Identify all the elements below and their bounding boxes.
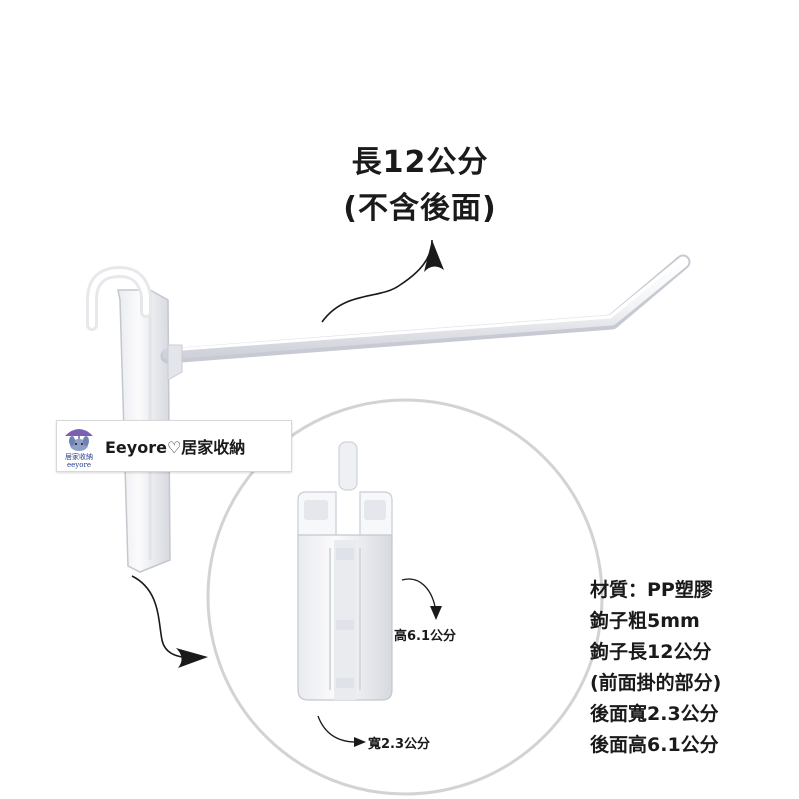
brand-name: Eeyore♡居家收納 — [105, 438, 246, 457]
hook-rod — [160, 254, 691, 381]
spec-item: 鉤子粗5mm — [590, 610, 700, 632]
arrow-curved-icon — [317, 715, 366, 747]
hook-top-curl — [86, 265, 152, 331]
length-title-line1: 長12公分 — [351, 145, 489, 180]
spec-list: 材質：PP塑膠 鉤子粗5mm 鉤子長12公分 (前面掛的部分) 後面寬2.3公分… — [590, 575, 795, 761]
spec-item: 材質：PP塑膠 — [590, 579, 713, 601]
spec-item: 後面寬2.3公分 — [590, 703, 719, 725]
arrow-curved-icon — [131, 575, 208, 668]
length-title: 長12公分 (不含後面) — [300, 140, 540, 232]
arrow-curved-icon — [401, 578, 442, 620]
height-label: 高6.1公分 — [394, 629, 457, 644]
detail-back-plate — [297, 441, 393, 701]
logo-text: 居家收納 — [65, 453, 93, 461]
length-title-line2: (不含後面) — [343, 191, 497, 226]
spec-item: 鉤子長12公分 — [590, 641, 712, 663]
eeyore-logo-icon: 居家收納 eeyore — [57, 422, 101, 470]
arrow-curved-icon — [321, 239, 444, 323]
spec-item: 後面高6.1公分 — [590, 734, 719, 756]
brand-badge: 居家收納 eeyore Eeyore♡居家收納 — [56, 420, 292, 472]
spec-item: (前面掛的部分) — [590, 672, 722, 694]
logo-subtext: eeyore — [67, 461, 91, 469]
width-label: 寬2.3公分 — [368, 737, 431, 752]
